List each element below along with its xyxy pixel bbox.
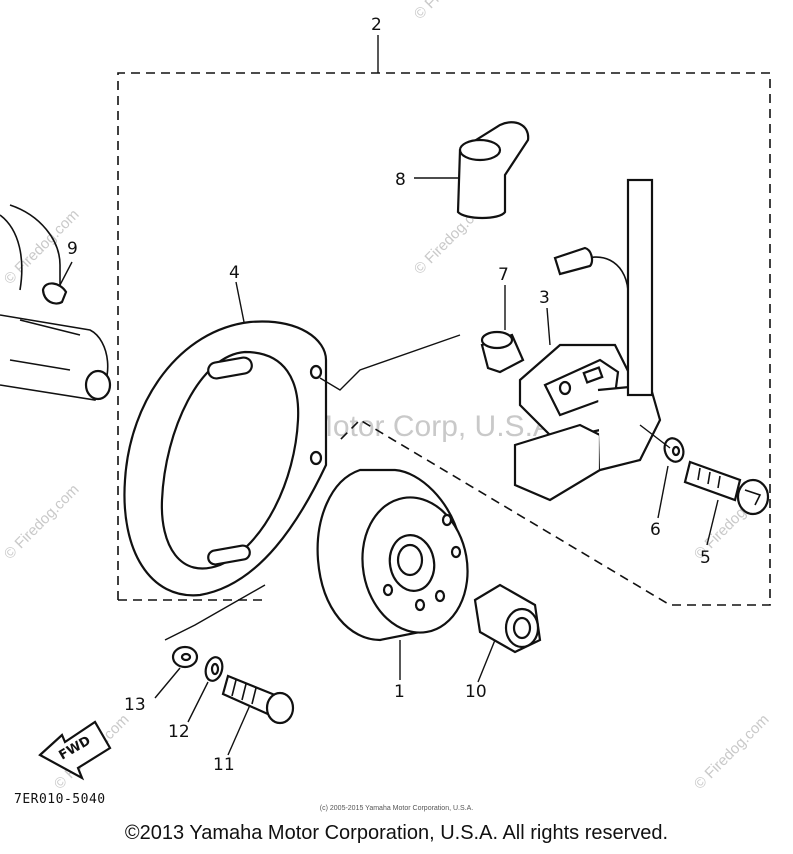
leader-6 xyxy=(657,465,669,519)
source-coil xyxy=(513,178,662,502)
spring-washer-12 xyxy=(204,656,224,682)
leader-3 xyxy=(546,307,551,346)
callout-9: 9 xyxy=(67,239,78,259)
callout-2: 2 xyxy=(371,15,382,35)
leader-5 xyxy=(706,499,719,546)
callout-4: 4 xyxy=(229,263,240,283)
callout-5: 5 xyxy=(700,548,711,568)
leader-coil-screw xyxy=(639,424,671,449)
callout-3: 3 xyxy=(539,288,550,308)
callout-6: 6 xyxy=(650,520,661,540)
spark-plug-cap xyxy=(456,106,642,385)
collar xyxy=(480,330,525,374)
plain-washer-13 xyxy=(171,645,199,669)
woodruff-key xyxy=(41,282,68,305)
main-copyright: ©2013 Yamaha Motor Corporation, U.S.A. A… xyxy=(124,822,669,844)
watermark-site-6: © Firedog.com xyxy=(691,711,773,793)
flywheel-rotor xyxy=(316,468,469,642)
flywheel-nut xyxy=(473,583,542,654)
screw-11 xyxy=(221,674,295,725)
callout-11: 11 xyxy=(213,755,235,775)
leader-13 xyxy=(154,667,181,699)
callout-13: 13 xyxy=(124,695,146,715)
crankshaft-end xyxy=(0,204,112,401)
callout-1: 1 xyxy=(394,682,405,702)
leader-12 xyxy=(187,681,209,723)
forward-arrow-icon: FWD xyxy=(38,720,112,781)
leader-9 xyxy=(59,261,73,286)
callout-10: 10 xyxy=(465,682,487,702)
callout-12: 12 xyxy=(168,722,190,742)
watermark-site-7: © Firedog.com xyxy=(411,0,493,23)
leader-11 xyxy=(227,704,251,756)
stator-base-plate xyxy=(123,320,328,597)
leader-plate-screw xyxy=(164,584,266,641)
callout-8: 8 xyxy=(395,170,406,190)
washer-6 xyxy=(663,437,685,463)
diagram-code: 7ER010-5040 xyxy=(14,792,106,807)
leader-4 xyxy=(235,281,245,323)
leader-stator-screw xyxy=(319,334,461,391)
callout-7: 7 xyxy=(498,265,509,285)
small-copyright: (c) 2005-2015 Yamaha Motor Corporation, … xyxy=(319,805,474,812)
leader-10 xyxy=(477,639,496,683)
bolt-5 xyxy=(683,460,770,516)
watermark-site-3: © Firedog.com xyxy=(1,481,83,563)
